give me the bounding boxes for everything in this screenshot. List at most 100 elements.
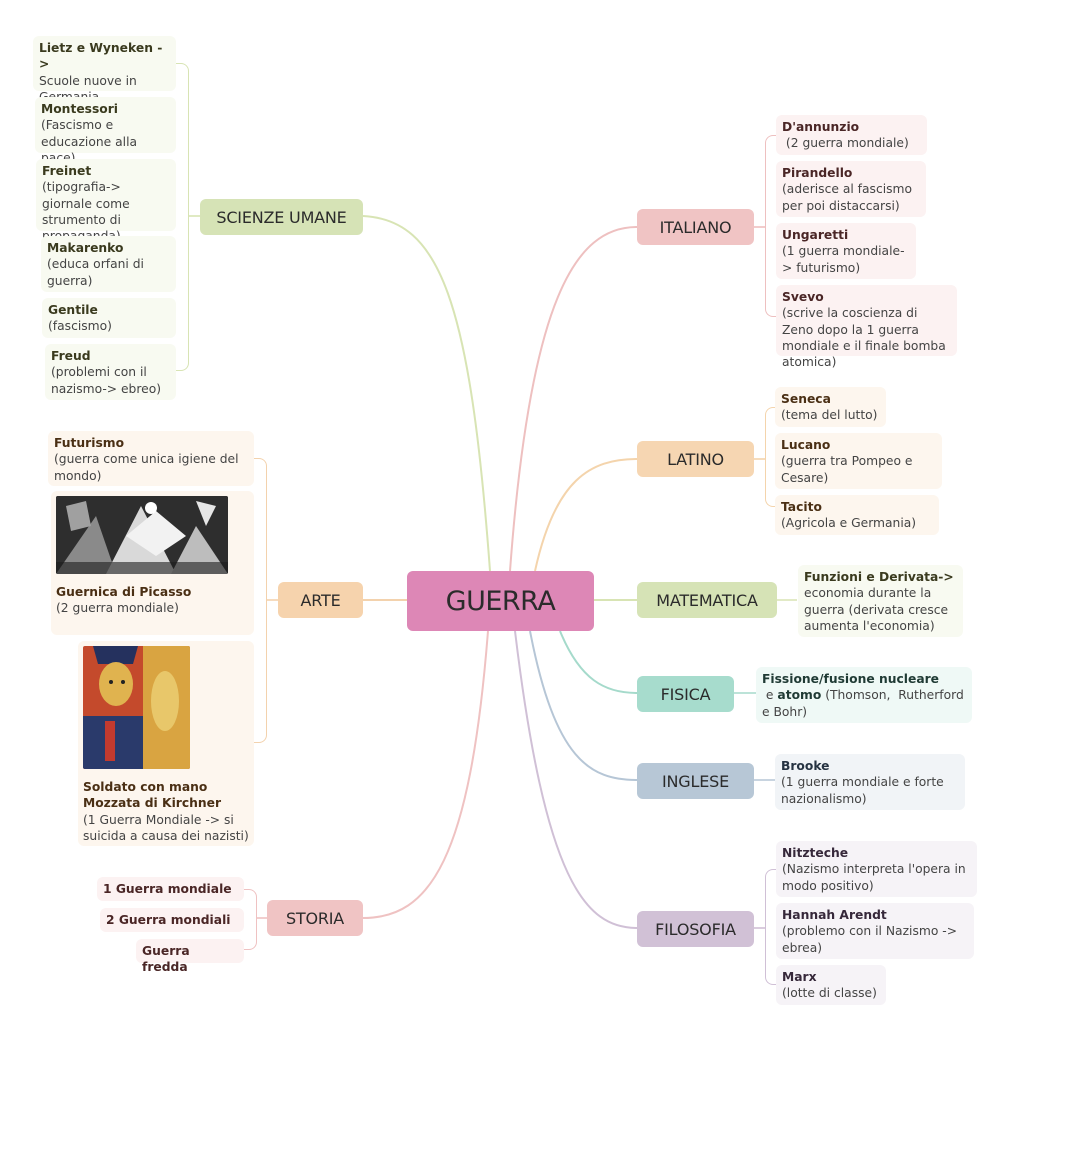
leaf-desc: (problemo con il Nazismo -> ebrea)	[782, 924, 958, 955]
leaf-pirandello[interactable]: Pirandello (aderisce al fascismo per poi…	[776, 161, 926, 217]
leaf-title: Freinet	[42, 164, 92, 178]
link-italiano	[509, 226, 638, 572]
link-filosofia	[514, 630, 638, 929]
leaf-lietz-wyneken[interactable]: Lietz e Wyneken -> Scuole nuove in Germa…	[33, 36, 176, 104]
leaf-ungaretti[interactable]: Ungaretti (1 guerra mondiale-> futurismo…	[776, 223, 916, 279]
leaf-title: Hannah Arendt	[782, 908, 887, 922]
leaf-brooke[interactable]: Brooke (1 guerra mondiale e forte nazion…	[775, 754, 965, 810]
link-storia	[362, 630, 489, 919]
leaf-title: Brooke	[781, 759, 830, 773]
leaf-title: Makarenko	[47, 241, 124, 255]
leaf-seneca[interactable]: Seneca (tema del lutto)	[775, 387, 886, 427]
leaf-makarenko[interactable]: Makarenko (educa orfani di guerra)	[41, 236, 176, 292]
leaf-desc: (lotte di classe)	[782, 986, 877, 1001]
branch-matematica[interactable]: MATEMATICA	[637, 582, 777, 618]
branch-storia[interactable]: STORIA	[267, 900, 363, 936]
leaf-desc: (educa orfani di guerra)	[47, 257, 144, 288]
branch-scienze-umane[interactable]: SCIENZE UMANE	[200, 199, 363, 235]
branch-label: INGLESE	[662, 771, 729, 791]
center-node-guerra[interactable]: GUERRA	[407, 571, 594, 631]
branch-label: STORIA	[285, 908, 345, 928]
leaf-svevo[interactable]: Svevo (scrive la coscienza di Zeno dopo …	[776, 285, 957, 369]
leaf-dannunzio[interactable]: D'annunzio (2 guerra mondiale)	[776, 115, 927, 155]
leaf-title: Gentile	[48, 303, 98, 317]
branch-arte[interactable]: ARTE	[278, 582, 363, 618]
branch-label: SCIENZE UMANE	[216, 207, 347, 227]
link-fisica	[559, 630, 638, 694]
arte-bracket	[254, 458, 267, 743]
leaf-gentile[interactable]: Gentile (fascismo)	[42, 298, 176, 338]
leaf-desc: (tema del lutto)	[781, 408, 878, 423]
leaf-marx[interactable]: Marx (lotte di classe)	[776, 965, 886, 1005]
branch-label: MATEMATICA	[656, 590, 758, 610]
branch-label: FILOSOFIA	[655, 919, 736, 939]
leaf-desc: (scrive la coscienza di Zeno dopo la 1 g…	[782, 306, 946, 370]
leaf-guerra-fredda[interactable]: Guerra fredda	[136, 939, 244, 974]
leaf-freud[interactable]: Freud (problemi con il nazismo-> ebreo)	[45, 344, 176, 400]
leaf-desc: (Thomson, Rutherford e Bohr)	[762, 688, 968, 719]
leaf-tacito[interactable]: Tacito (Agricola e Germania)	[775, 495, 939, 535]
leaf-1-guerra-mondiale[interactable]: 1 Guerra mondiale	[97, 877, 244, 901]
leaf-desc: (Nazismo interpreta l'opera in modo posi…	[782, 862, 966, 893]
leaf-title: Soldato con mano Mozzata di Kirchner	[83, 780, 222, 811]
leaf-title: Lietz e Wyneken ->	[39, 41, 163, 72]
leaf-desc: (guerra come unica igiene del mondo)	[54, 452, 239, 483]
leaf-desc: (problemi con il nazismo-> ebreo)	[51, 365, 162, 396]
branch-inglese[interactable]: INGLESE	[637, 763, 754, 799]
leaf-title: Funzioni e Derivata->	[804, 570, 954, 584]
latino-bracket	[765, 407, 778, 507]
leaf-title: Ungaretti	[782, 228, 849, 242]
leaf-title: Fissione/fusione nucleare	[762, 672, 940, 686]
leaf-desc: (1 guerra mondiale-> futurismo)	[782, 244, 905, 275]
leaf-lucano[interactable]: Lucano (guerra tra Pompeo e Cesare)	[775, 433, 942, 489]
leaf-desc: (Agricola e Germania)	[781, 516, 917, 531]
branch-filosofia[interactable]: FILOSOFIA	[637, 911, 754, 947]
leaf-desc: (1 guerra mondiale e forte nazionalismo)	[781, 775, 944, 806]
leaf-futurismo[interactable]: Futurismo (guerra come unica igiene del …	[48, 431, 254, 486]
leaf-title: 1 Guerra mondiale	[103, 882, 232, 896]
leaf-desc: (guerra tra Pompeo e Cesare)	[781, 454, 913, 485]
branch-italiano[interactable]: ITALIANO	[637, 209, 754, 245]
branch-label: LATINO	[667, 449, 724, 469]
leaf-fissione-fusione[interactable]: Fissione/fusione nucleare e atomo (Thoms…	[756, 667, 972, 723]
branch-latino[interactable]: LATINO	[637, 441, 754, 477]
filosofia-bracket	[765, 869, 778, 985]
leaf-desc: economia durante la guerra (derivata cre…	[804, 586, 949, 633]
leaf-hannah-arendt[interactable]: Hannah Arendt (problemo con il Nazismo -…	[776, 903, 974, 959]
branch-fisica[interactable]: FISICA	[637, 676, 734, 712]
leaf-connector: e	[762, 688, 778, 703]
leaf-nitzteche[interactable]: Nitzteche (Nazismo interpreta l'opera in…	[776, 841, 977, 897]
italiano-bracket	[765, 135, 778, 317]
leaf-title: Futurismo	[54, 436, 125, 450]
leaf-desc: (2 guerra mondiale)	[782, 136, 909, 151]
branch-label: FISICA	[660, 684, 711, 704]
kirchner-soldier-painting	[83, 646, 190, 769]
link-latino	[534, 458, 638, 572]
storia-bracket	[244, 889, 257, 950]
leaf-title-2: atomo	[777, 688, 822, 703]
leaf-title: Seneca	[781, 392, 831, 406]
leaf-desc: (1 Guerra Mondiale -> si suicida a causa…	[83, 812, 249, 843]
leaf-title: 2 Guerra mondiali	[106, 913, 231, 927]
branch-label: ITALIANO	[659, 217, 732, 237]
leaf-title: Guernica di Picasso	[56, 585, 192, 599]
leaf-title: Pirandello	[782, 166, 853, 180]
leaf-2-guerra-mondiali[interactable]: 2 Guerra mondiali	[100, 908, 244, 932]
kirchner-image	[83, 646, 190, 769]
link-inglese	[529, 630, 638, 781]
leaf-title: Lucano	[781, 438, 831, 452]
leaf-desc: (tipografia-> giornale come strumento di…	[42, 180, 130, 243]
leaf-freinet[interactable]: Freinet (tipografia-> giornale come stru…	[36, 159, 176, 243]
leaf-title: Marx	[782, 970, 817, 984]
leaf-title: Freud	[51, 349, 91, 363]
scienze-bracket	[176, 63, 189, 371]
guernica-painting	[56, 496, 228, 574]
leaf-funzioni-derivata[interactable]: Funzioni e Derivata-> economia durante l…	[798, 565, 963, 637]
guernica-image	[56, 496, 228, 574]
leaf-montessori[interactable]: Montessori (Fascismo e educazione alla p…	[35, 97, 176, 165]
leaf-title: Svevo	[782, 290, 824, 304]
leaf-guernica[interactable]: Guernica di Picasso (2 guerra mondiale)	[51, 491, 254, 635]
leaf-kirchner[interactable]: Soldato con mano Mozzata di Kirchner (1 …	[78, 641, 254, 846]
branch-label: ARTE	[300, 590, 341, 610]
